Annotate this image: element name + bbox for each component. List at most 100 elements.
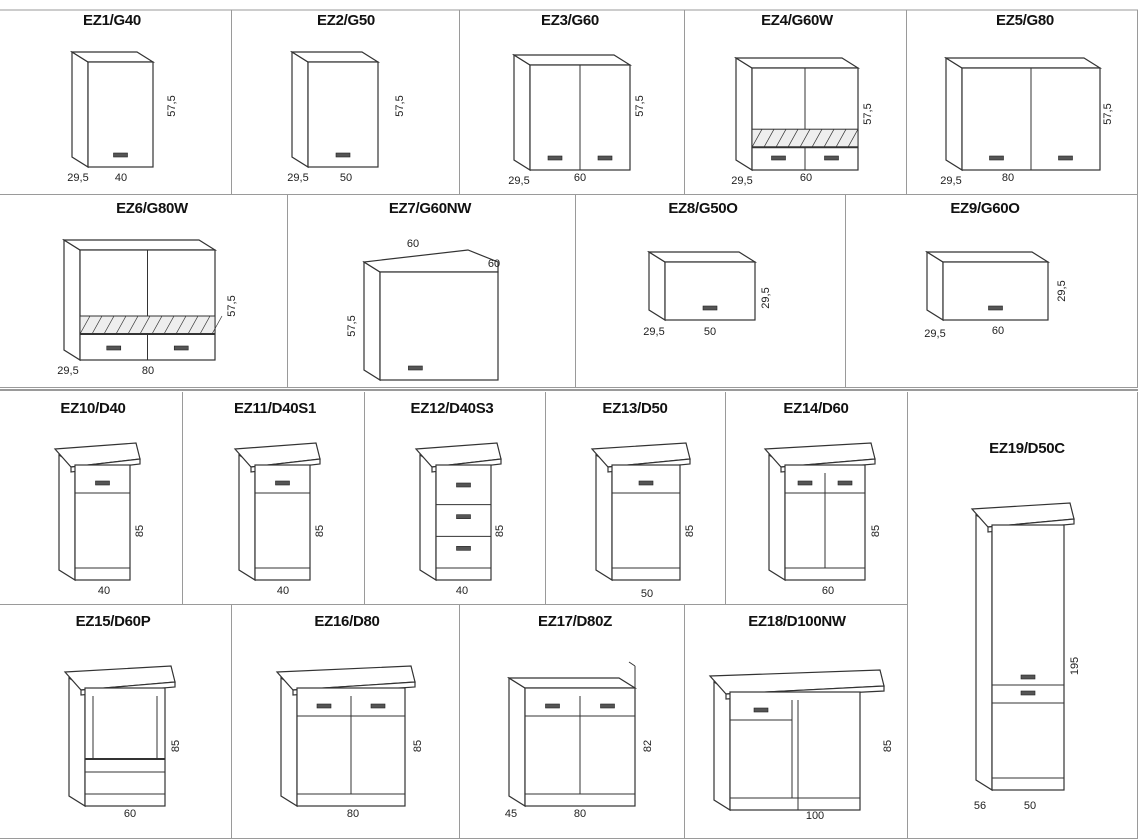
- cabinet-code: EZ10/D40: [60, 400, 126, 417]
- height-dimension: 82: [642, 739, 654, 753]
- handle-icon: [408, 365, 423, 371]
- cabinet-drawing: [733, 56, 861, 172]
- glass-hatch: [103, 315, 115, 335]
- top-panel: [511, 54, 633, 66]
- front-panel: [991, 524, 1065, 791]
- height-dimension: 85: [882, 739, 894, 753]
- glass-hatch: [787, 129, 799, 148]
- front-panel: [307, 61, 379, 168]
- height-dimension: 29,5: [1056, 280, 1068, 302]
- width-dimension: 60: [799, 172, 813, 184]
- width-dimension: 60: [573, 172, 587, 184]
- cabinet-drawing: [763, 442, 876, 582]
- height-dimension: 85: [134, 524, 146, 538]
- cabinet-cell: [685, 10, 907, 195]
- width-dimension: 60: [991, 325, 1005, 337]
- cabinet-drawing: [275, 665, 416, 808]
- cabinet-code: EZ5/G80: [996, 12, 1054, 29]
- side-panel: [419, 453, 437, 582]
- cabinet-cell: [460, 10, 685, 195]
- front-panel: [379, 271, 499, 381]
- glass-hatch: [139, 315, 151, 335]
- glass-hatch: [823, 129, 835, 148]
- depth-dimension: 29,5: [287, 172, 309, 184]
- height-dimension: 57,5: [226, 295, 238, 317]
- cabinet-drawing: [69, 50, 156, 169]
- top-panel: [924, 251, 1051, 263]
- glass-hatch: [187, 315, 199, 335]
- height-dimension: 57,5: [1102, 103, 1114, 125]
- depth-dimension: 29,5: [508, 175, 530, 187]
- handle-icon: [545, 703, 560, 709]
- cabinet-cell: [0, 195, 288, 388]
- cabinet-code: EZ2/G50: [317, 12, 375, 29]
- handle-icon: [600, 703, 615, 709]
- width-dimension: 50: [339, 172, 353, 184]
- glass-hatch: [763, 129, 775, 148]
- height-dimension: 85: [314, 524, 326, 538]
- side-panel: [595, 453, 613, 582]
- handle-icon: [275, 480, 290, 486]
- width-dimension: 80: [1001, 172, 1015, 184]
- cabinet-cell: [0, 392, 183, 605]
- top-panel: [289, 51, 381, 63]
- top-panel: [506, 677, 638, 689]
- width-dimension: 40: [276, 585, 290, 597]
- side-panel: [508, 676, 526, 808]
- cabinet-cell: [232, 10, 460, 195]
- cabinet-drawing: [708, 669, 885, 812]
- top-panel: [61, 239, 218, 251]
- cabinet-code: EZ3/G60: [541, 12, 599, 29]
- glass-hatch: [175, 315, 187, 335]
- height-dimension: 57,5: [346, 315, 358, 337]
- cabinet-code: EZ8/G50O: [668, 200, 738, 217]
- handle-icon: [771, 155, 786, 161]
- handle-icon: [95, 480, 110, 486]
- width-dimension: 50: [703, 326, 717, 338]
- side-panel: [975, 513, 993, 792]
- top-panel: [646, 251, 758, 263]
- cabinet-code: EZ12/D40S3: [410, 400, 494, 417]
- height-dimension: 85: [684, 524, 696, 538]
- glass-hatch: [151, 315, 163, 335]
- handle-icon: [988, 305, 1003, 311]
- side-panel: [291, 50, 309, 169]
- depth-dimension: 29,5: [67, 172, 89, 184]
- cabinet-cell: [0, 10, 232, 195]
- width-dimension: 80: [141, 365, 155, 377]
- side-panel: [648, 250, 666, 322]
- handle-icon: [638, 480, 654, 486]
- cabinet-drawing: [511, 53, 633, 172]
- width-dimension: 100: [805, 810, 825, 822]
- back-panel: [628, 661, 636, 667]
- width-dimension: 40: [455, 585, 469, 597]
- cabinet-code: EZ1/G40: [83, 12, 141, 29]
- cabinet-code: EZ16/D80: [314, 613, 380, 630]
- cabinet-cell: [546, 392, 726, 605]
- depth-dimension: 29,5: [924, 328, 946, 340]
- height-dimension: 85: [494, 524, 506, 538]
- glass-hatch: [163, 315, 175, 335]
- height-dimension: 57,5: [394, 95, 406, 117]
- depth-dimension: 29,5: [731, 175, 753, 187]
- handle-icon: [456, 546, 471, 551]
- cabinet-drawing: [970, 502, 1075, 792]
- handle-icon: [106, 345, 122, 351]
- width-dimension: 80: [346, 808, 360, 820]
- glass-hatch: [847, 129, 859, 148]
- side-panel: [513, 53, 531, 172]
- handle-icon: [1020, 674, 1036, 680]
- side-panel: [63, 238, 81, 362]
- height-dimension: 57,5: [166, 95, 178, 117]
- handle-icon: [113, 152, 128, 158]
- side-panel: [945, 56, 963, 172]
- glass-hatch: [115, 315, 127, 335]
- side-panel: [238, 453, 256, 582]
- handle-icon: [456, 482, 471, 488]
- glass-hatch: [775, 129, 787, 148]
- cabinet-cell: [365, 392, 546, 605]
- height-dimension: 57,5: [634, 95, 646, 117]
- handle-icon: [989, 155, 1004, 161]
- cabinet-code: EZ15/D60P: [75, 613, 151, 630]
- glass-hatch: [91, 315, 103, 335]
